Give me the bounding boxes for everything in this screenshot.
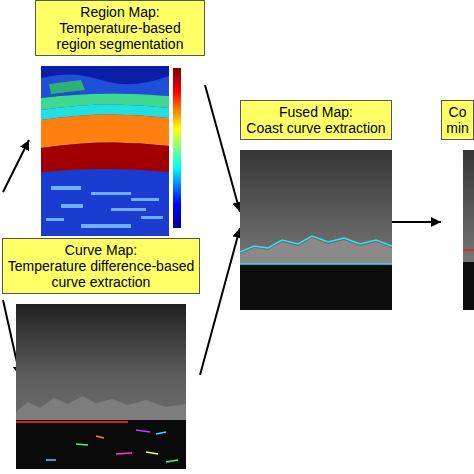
flow-arrow [205, 85, 240, 212]
box-body: Coast curve extraction [245, 120, 387, 136]
box-heading: Fused Map: [245, 104, 387, 120]
label-box: Curve Map:Temperature difference-based c… [2, 238, 200, 294]
box-body: Temperature-based region segmentation [40, 20, 200, 52]
map-image [2, 304, 200, 469]
label-box: Region Map:Temperature-based region segm… [35, 0, 205, 56]
process-box: Comin [441, 100, 474, 310]
label-box: Fused Map:Coast curve extraction [240, 100, 392, 140]
box-body: Temperature difference-based curve extra… [7, 258, 195, 290]
flow-arrow [200, 228, 240, 375]
label-box: Comin [441, 100, 474, 140]
box-heading: Region Map: [40, 4, 200, 20]
flow-arrow [392, 221, 441, 223]
process-box: Curve Map:Temperature difference-based c… [2, 238, 200, 469]
incoming-arrow [3, 140, 29, 192]
box-body: min [444, 120, 471, 136]
box-heading: Co [444, 104, 471, 120]
map-image [441, 150, 474, 310]
map-image [35, 66, 205, 236]
process-box: Fused Map:Coast curve extraction [240, 100, 392, 310]
process-box: Region Map:Temperature-based region segm… [35, 0, 205, 236]
box-heading: Curve Map: [7, 242, 195, 258]
map-image [240, 150, 392, 310]
